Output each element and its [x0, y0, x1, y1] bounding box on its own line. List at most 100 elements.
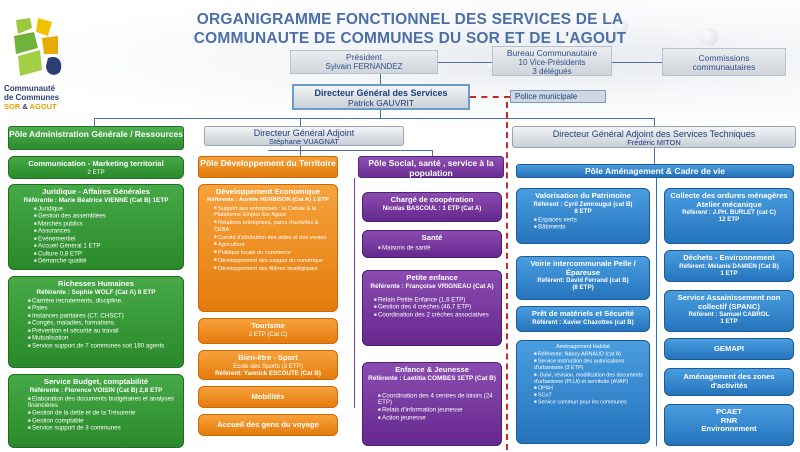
- list-item: Bâtiments: [534, 223, 644, 231]
- bienetre-line1: Ecole des Sports (3 ETP): [233, 362, 303, 370]
- pole-admin-label: Pôle Administration Générale / Ressource…: [9, 129, 183, 139]
- list-item: Support aux entreprises : la Cellule & l…: [214, 205, 332, 219]
- bienetre-line2: Référent: Yannick ESCOUTE (Cat B): [215, 369, 321, 377]
- pcaet-box: PCAET RNR Environnement: [664, 404, 794, 446]
- spanc-etp: 1 ETP: [720, 318, 738, 326]
- dga-title: Directeur Général Adjoint: [253, 128, 355, 138]
- sante-title: Santé: [421, 233, 443, 242]
- pret-ref: Référent : Xavier Chazottes (cat B): [532, 318, 634, 326]
- enfance-jeunesse-box: Enfance & Jeunesse Référente : Laetitia …: [362, 362, 502, 446]
- petite-enfance-ref: Référente : Françoise VRIGNEAU (Cat A): [370, 282, 494, 290]
- connector: [94, 118, 95, 126]
- patrimoine-title: Valorisation du Patrimoine: [535, 191, 631, 200]
- title-line2: COMMUNAUTE DE COMMUNES DU SOR ET DE L'AG…: [193, 30, 627, 47]
- connector: [300, 146, 301, 156]
- dgs-name: Patrick GAUVRIT: [347, 98, 415, 108]
- dgast-title: Directeur Général Adjoint des Services T…: [552, 129, 756, 139]
- connector: [380, 110, 381, 118]
- bienetre-box: Bien-être - Sport Ecole des Sports (3 ET…: [198, 350, 338, 380]
- patrimoine-ref: Référent : Cyril Zemrougui (cat B): [533, 200, 633, 208]
- communication-sub: 2 ETP: [87, 168, 105, 176]
- pole-amenag-header: Pôle Aménagement & Cadre de vie: [516, 164, 794, 178]
- list-item: Assurances: [34, 227, 178, 234]
- pole-dev-label: Pôle Développement du Territoire: [200, 158, 336, 168]
- dgs-title: Directeur Général des Services: [314, 88, 448, 98]
- list-item: Evénementiel: [34, 235, 178, 242]
- list-item: SCoT: [534, 392, 644, 399]
- patrimoine-box: Valorisation du Patrimoine Référent : Cy…: [516, 188, 650, 244]
- logo-icon: [14, 18, 62, 76]
- dgast-name: Frédéric MITON: [627, 138, 681, 147]
- list-item: Comité d'attribution des aides et des ve…: [214, 234, 332, 242]
- list-item: Carrière recrutements, discipline.: [28, 297, 178, 304]
- pole-amenag-label: Pôle Aménagement & Cadre de vie: [585, 166, 725, 176]
- list-item: Mutualisation: [28, 334, 178, 341]
- list-item: Instances paritaires (CT, CHSCT): [28, 312, 178, 319]
- dev-eco-ref: Référente : Aurélie HERBISON (Cat A) 1 E…: [207, 196, 329, 203]
- rh-list: Carrière recrutements, discipline. Paies…: [28, 297, 178, 349]
- dev-eco-box: Développement Economique Référente : Aur…: [198, 184, 338, 312]
- list-item: Gestion des 4 crèches (46,7 ETP): [374, 303, 496, 311]
- police-box: Police municipale: [510, 90, 606, 103]
- spanc-ref: Référent : Samuel CABROL: [688, 311, 770, 319]
- list-item: Coordination des 4 centres de loisirs (2…: [378, 392, 496, 407]
- list-item: Espaces verts: [534, 216, 644, 223]
- dgast-header: Directeur Général Adjoint des Services T…: [512, 126, 796, 148]
- list-item: Maisons de santé: [378, 244, 496, 251]
- commissions-box: Commissions communautaires: [662, 48, 786, 76]
- petite-enfance-title: Petite enfance: [406, 273, 458, 282]
- budget-ref: Référente : Florence VOISIN (Cat B) 2,8 …: [29, 386, 163, 394]
- juridique-list: Juridique Gestion des assemblées Marchés…: [34, 205, 178, 265]
- dev-eco-list: Support aux entreprises : la Cellule & l…: [214, 205, 332, 272]
- dechets-ref: Référent: Mélanie DAMIEN (Cat B): [679, 262, 779, 270]
- mobilites-box: Mobilités: [198, 386, 338, 408]
- list-item: Développement des filières stratégiques: [214, 265, 332, 273]
- list-item: Congés, maladies, formations.: [28, 319, 178, 326]
- list-item: Juridique: [34, 205, 178, 212]
- voirie-ref: Référent: David Ferrand (cat B): [537, 277, 629, 285]
- zones-title: Aménagement des zones d'activités: [683, 372, 775, 390]
- logo-line2: de Communes: [4, 93, 60, 102]
- page-title: ORGANIGRAMME FONCTIONNEL DES SERVICES DE…: [170, 10, 650, 48]
- logo-text: Communauté de Communes: [4, 84, 82, 102]
- connector: [654, 118, 655, 126]
- collecte-title: Collecte des ordures ménagères: [670, 191, 788, 200]
- voirie-title: Voirie intercommunale Pelle / Épareuse: [530, 259, 636, 277]
- mobilites-title: Mobilités: [251, 392, 285, 401]
- atelier-title: Atelier mécanique: [696, 199, 762, 209]
- connector: [432, 150, 433, 156]
- connector: [438, 62, 492, 63]
- spanc-title: Service Assainissement non collectif (SP…: [677, 293, 781, 311]
- enfance-jeunesse-ref: Référente : Laetitia COMBES 1ETP (Cat B): [368, 374, 496, 382]
- petite-enfance-box: Petite enfance Référente : Françoise VRI…: [362, 270, 502, 346]
- juridique-box: Juridique - Affaires Générales Référente…: [8, 184, 184, 270]
- commissions-line1: Commissions: [698, 53, 750, 63]
- collecte-ref: Référent : J.PH. BURLET (cat C): [682, 209, 776, 217]
- dechets-title: Déchets - Environnement: [683, 253, 775, 262]
- tourisme-sub: 2 ETP (Cat C): [248, 330, 288, 338]
- cooperation-sub: Nicolas BASCOUL : 1 ETP (Cat A): [382, 204, 482, 212]
- list-item: Relations entreprises, parcs d'activités…: [214, 219, 332, 233]
- tourisme-title: Tourisme: [251, 321, 285, 330]
- budget-list: Elaboration des documents budgétaires et…: [28, 395, 178, 432]
- juridique-ref: Référente : Marie Béatrice VIENNE (Cat B…: [23, 196, 169, 204]
- dev-eco-title: Développement Economique: [215, 187, 321, 196]
- budget-box: Service Budget, comptabilité Référente :…: [8, 374, 184, 448]
- list-item: Action jeunesse: [378, 414, 496, 421]
- president-name: Sylvain FERNANDEZ: [325, 62, 403, 71]
- list-item: Gestion des assemblées: [34, 212, 178, 220]
- connector: [354, 178, 355, 408]
- title-line1: ORGANIGRAMME FONCTIONNEL DES SERVICES DE…: [196, 11, 624, 28]
- pret-box: Prêt de matériels et Sécurité Référent :…: [516, 306, 650, 332]
- patrimoine-list: Espaces verts Bâtiments: [534, 216, 644, 231]
- rh-ref: Référente : Sophie WOLF (Cat A) 8 ETP: [36, 288, 156, 296]
- list-item: Service commun pour les communes: [534, 399, 644, 406]
- pcaet-line2: RNR: [720, 415, 738, 425]
- connector: [654, 148, 655, 164]
- logo-amp: &: [22, 102, 28, 111]
- communication-title: Communication - Marketing territorial: [28, 159, 164, 168]
- collecte-box: Collecte des ordures ménagères Atelier m…: [664, 188, 794, 244]
- pole-social-header: Pôle Social, santé , service à la popula…: [358, 156, 504, 178]
- petite-enfance-list: Relais Petite Enfance (1,6 ETP) Gestion …: [374, 296, 496, 318]
- list-item: Gestion comptable: [28, 417, 178, 424]
